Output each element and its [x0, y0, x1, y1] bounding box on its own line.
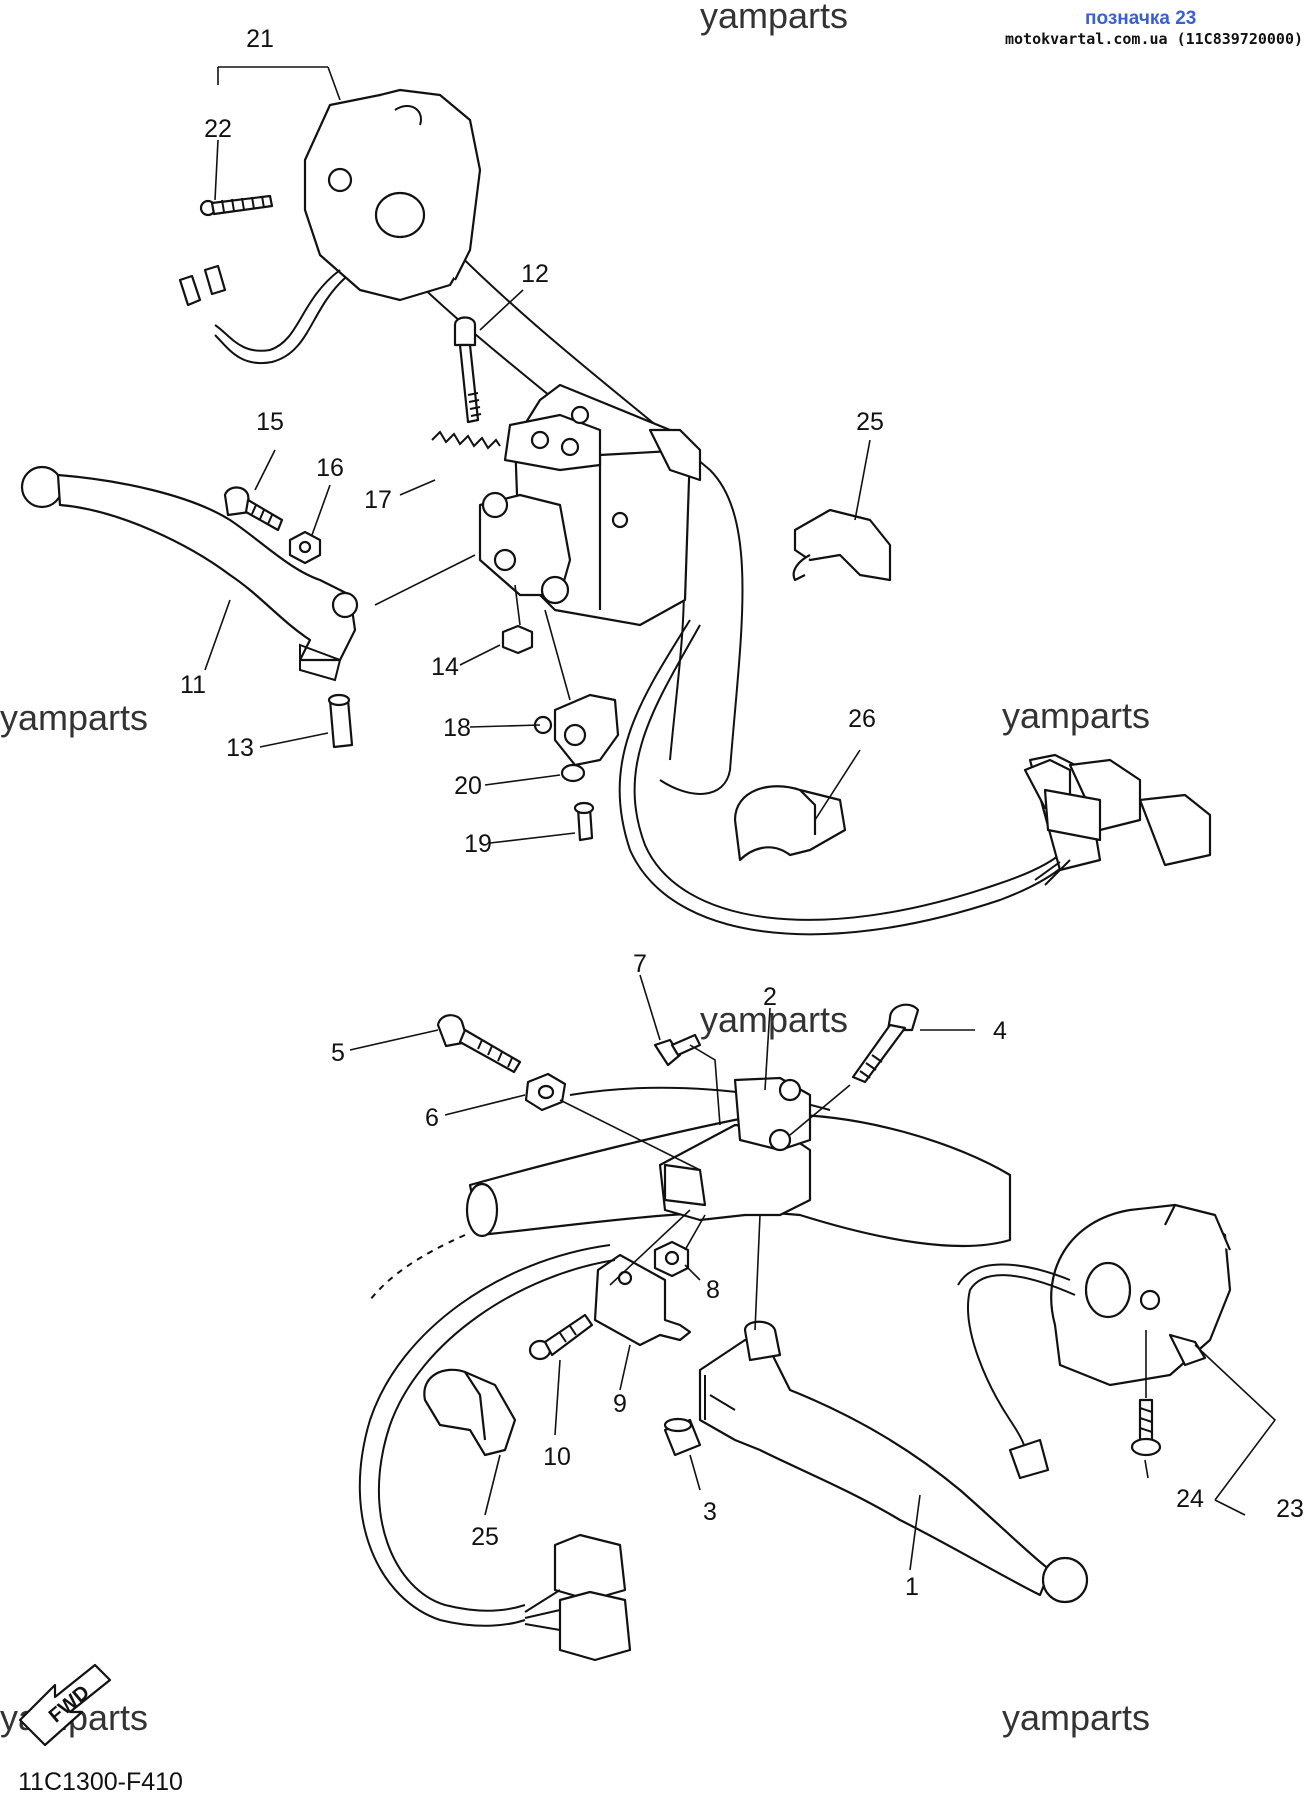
lower-harness-loop [358, 1244, 611, 1627]
bolt-5 [436, 1014, 522, 1074]
callout-18: 18 [443, 714, 471, 742]
brake-master-cylinder [478, 383, 702, 627]
callout-26: 26 [848, 705, 876, 733]
brake-switch-wire [618, 619, 1071, 936]
left-switch-connector [1008, 1438, 1050, 1480]
spring-17 [431, 430, 501, 450]
callout-4: 4 [993, 1017, 1007, 1045]
callout-19: 19 [464, 830, 492, 858]
fwd-direction-arrow: FWD [18, 1663, 112, 1747]
header-label: позначка 23 [1085, 8, 1196, 29]
switch-wire-terminals [178, 264, 227, 307]
watermark-center: yamparts [700, 999, 848, 1040]
callout-10: 10 [543, 1443, 571, 1471]
callout-3: 3 [703, 1498, 717, 1526]
callout-16: 16 [316, 454, 344, 482]
right-handlebar-switch [303, 88, 482, 302]
callout-25-upper: 25 [856, 408, 884, 436]
left-handlebar-switch [1050, 1203, 1232, 1387]
left-switch-wire [967, 1274, 1076, 1451]
callout-12: 12 [521, 260, 549, 288]
wire-clip-25-upper [792, 508, 892, 582]
lower-assembly [349, 974, 1277, 1662]
brake-lever-11 [20, 465, 359, 682]
diagram-code: 11C1300-F410 [18, 1768, 183, 1796]
callout-2: 2 [763, 983, 777, 1011]
callout-23: 23 [1276, 1495, 1304, 1523]
collar-3 [663, 1417, 702, 1457]
watermark-bottom-right: yamparts [1002, 1697, 1150, 1738]
lower-wire-connector [524, 1533, 632, 1662]
screw-24 [1130, 1398, 1162, 1457]
callout-13: 13 [226, 734, 254, 762]
watermark-left: yamparts [0, 697, 148, 738]
callout-labels: 21 22 12 15 16 17 25 11 13 14 18 20 19 2… [180, 25, 1304, 1601]
nut-14 [501, 624, 534, 655]
callout-25-lower: 25 [471, 1523, 499, 1551]
header-source: motokvartal.com.ua (11C839720000) [1005, 30, 1303, 48]
callout-17: 17 [364, 486, 392, 514]
collar-13 [327, 693, 354, 749]
callout-11: 11 [180, 671, 206, 699]
callout-20: 20 [454, 772, 482, 800]
right-handlebar [434, 229, 744, 795]
callout-15: 15 [256, 408, 284, 436]
bolt-4 [851, 1003, 920, 1084]
watermark-top: yamparts [700, 0, 848, 36]
clutch-lever-holder-2 [658, 1076, 812, 1222]
switch-wire [214, 269, 341, 352]
washer-20 [560, 763, 586, 783]
bolt-15 [223, 486, 284, 532]
screw-22 [199, 194, 274, 217]
brake-switch-18 [533, 693, 620, 767]
watermark-right: yamparts [1002, 695, 1150, 736]
callout-5: 5 [331, 1039, 345, 1067]
callout-24: 24 [1176, 1485, 1204, 1513]
upper-wire-connector [1023, 753, 1212, 886]
callout-21: 21 [246, 25, 274, 53]
callout-14: 14 [431, 653, 459, 681]
callout-1: 1 [905, 1573, 919, 1601]
screw-10 [528, 1313, 594, 1361]
callout-8: 8 [706, 1276, 720, 1304]
callout-6: 6 [425, 1104, 439, 1132]
upper-assembly [20, 66, 1212, 936]
wire-clip-26 [733, 785, 847, 862]
callout-7: 7 [633, 950, 647, 978]
bolt-7 [653, 1033, 702, 1067]
wire-clip-25-lower [423, 1368, 517, 1457]
callout-22: 22 [204, 115, 232, 143]
clutch-lever-1 [698, 1320, 1089, 1604]
callout-9: 9 [613, 1390, 627, 1418]
bolt-12 [453, 316, 482, 424]
screw-19 [573, 801, 595, 842]
